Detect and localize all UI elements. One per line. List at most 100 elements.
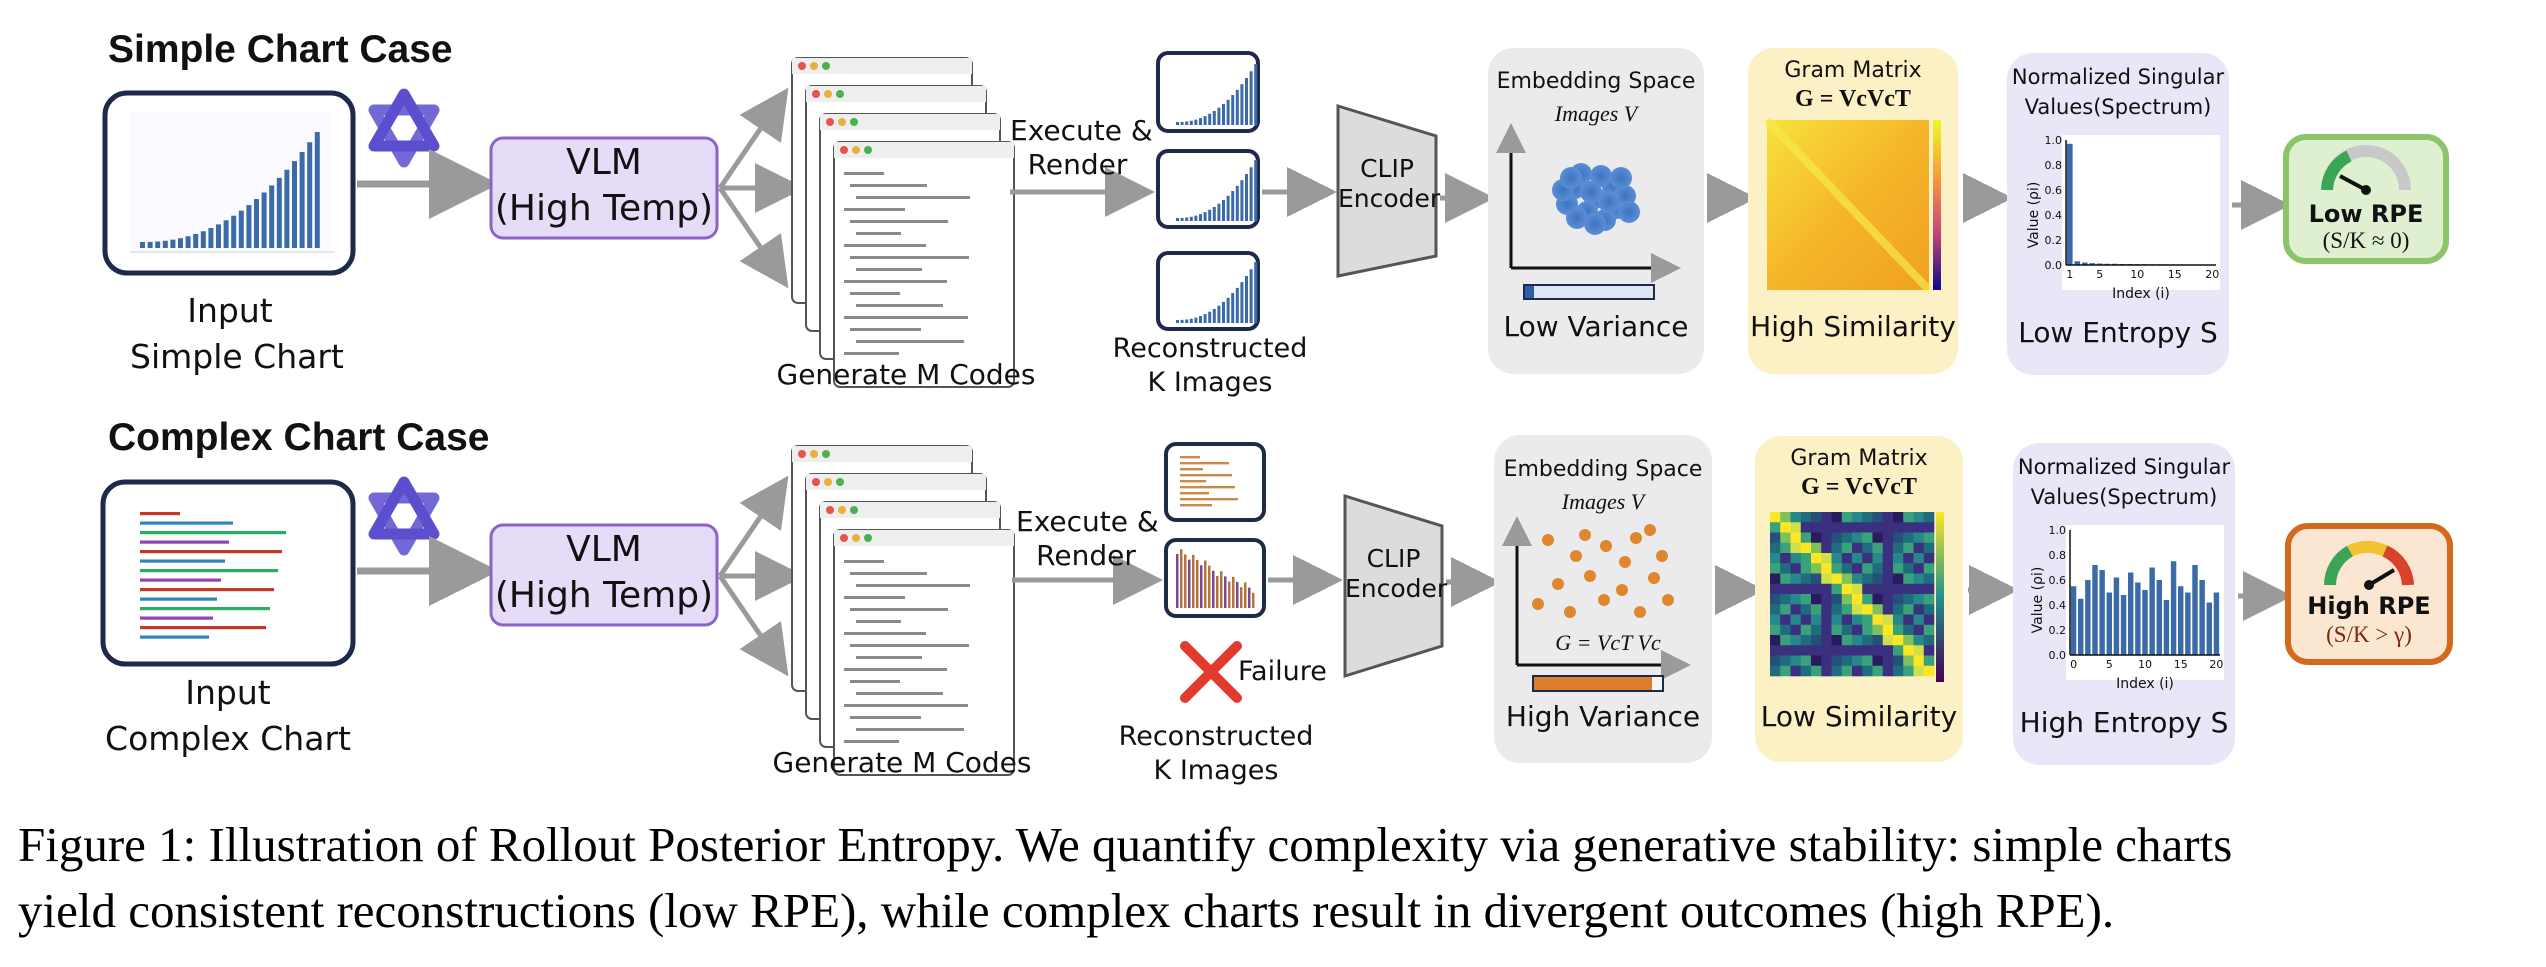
gram-cell (1923, 614, 1935, 626)
gram-cell (1893, 604, 1904, 615)
complex-input-chart (100, 479, 356, 667)
gram-cell (1852, 665, 1863, 677)
gram-cell (1882, 635, 1894, 646)
gram-cell (1831, 655, 1843, 667)
simple-clip-encoder (1336, 103, 1438, 278)
gram-cell (1770, 665, 1781, 677)
gram-cell (1852, 583, 1863, 595)
gram-cell (1903, 542, 1914, 554)
gram-cell (1872, 635, 1884, 646)
complex-reconstructed-label: Reconstructed K Images (1118, 721, 1314, 786)
code-line (844, 740, 899, 743)
recon-vbar (1208, 565, 1211, 608)
window-dot-icon (798, 62, 806, 70)
gram-cell (1780, 604, 1791, 615)
spectrum-bar (2213, 592, 2220, 655)
recon-bar (1185, 121, 1189, 125)
complex-input-caption: Input Complex Chart (105, 673, 351, 758)
gram-cell (1811, 542, 1822, 554)
gram-cell (1913, 604, 1925, 615)
thumb-hbar (140, 588, 274, 592)
gram-cell (1903, 655, 1914, 667)
gram-cell (1770, 563, 1781, 574)
window-dot-icon (838, 506, 846, 514)
gram-cell (1831, 573, 1843, 585)
code-line (856, 340, 964, 343)
window-dot-icon (836, 478, 844, 486)
gram-cell (1882, 624, 1894, 636)
gram-cell (1770, 573, 1781, 585)
spectrum-xtick: 20 (2205, 268, 2219, 281)
gram-cell (1882, 604, 1894, 615)
gram-cell (1862, 512, 1873, 523)
gram-cell (1800, 604, 1812, 615)
gram-cell (1800, 563, 1812, 574)
gram-cell (1913, 532, 1925, 544)
gram-cell (1821, 604, 1832, 615)
gram-cell (1790, 512, 1802, 523)
thumb-hbar (140, 569, 278, 573)
complex-vlm-label: VLM (High Temp) (494, 529, 714, 616)
thumb-hbar (140, 531, 286, 535)
gram-cell (1923, 542, 1935, 554)
gram-cell (1811, 532, 1822, 544)
gram-cell (1821, 573, 1832, 585)
simple-reconstructed-label: Reconstructed K Images (1112, 333, 1308, 398)
gram-cell (1841, 583, 1853, 595)
gram-cell (1862, 553, 1873, 564)
gram-cell (1913, 614, 1925, 626)
gram-cell (1770, 512, 1781, 523)
gram-cell (1882, 522, 1894, 533)
failure-cross-icon (1180, 641, 1242, 703)
thumb-hbar (140, 521, 233, 525)
gram-cell (1923, 604, 1935, 615)
gram-cell (1811, 645, 1822, 656)
gram-cell (1862, 604, 1873, 615)
gram-cell (1831, 645, 1843, 656)
recon-bar (1217, 203, 1221, 221)
gram-cell (1821, 624, 1832, 636)
gram-cell (1893, 553, 1904, 564)
recon-bar (1212, 308, 1216, 323)
gram-cell (1923, 665, 1935, 677)
window-dot-icon (798, 450, 806, 458)
recon-bar (1245, 77, 1248, 125)
code-line (844, 560, 884, 563)
gram-cell (1923, 573, 1935, 585)
recon-bar (1235, 287, 1239, 323)
code-line (856, 196, 970, 199)
spectrum-ytick: 0.4 (2045, 209, 2063, 222)
embedding-point (1610, 167, 1632, 189)
window-dot-icon (810, 62, 818, 70)
gram-cell (1852, 522, 1863, 533)
gram-cell (1882, 655, 1894, 667)
spectrum-bar (2135, 582, 2141, 655)
spectrum-ytick: 0.0 (2049, 649, 2067, 662)
gram-cell (1780, 594, 1791, 605)
gram-cell (1770, 635, 1781, 646)
recon-bar (1185, 217, 1189, 221)
gram-cell (1893, 655, 1904, 667)
gram-cell (1872, 522, 1884, 533)
recon-bar (1199, 214, 1202, 221)
gram-cell (1770, 645, 1781, 656)
code-line (856, 584, 970, 587)
spectrum-bar (2113, 577, 2120, 655)
code-window-titlebar (792, 446, 972, 462)
simple-rpe-box (2283, 134, 2449, 264)
gram-cell (1893, 563, 1904, 574)
thumb-hbar (140, 512, 180, 516)
recon-bar (1231, 293, 1235, 323)
window-dot-icon (826, 506, 834, 514)
high-gauge-icon (2324, 540, 2414, 590)
thumb-bar (299, 151, 305, 248)
embedding-point (1656, 550, 1668, 562)
gram-cell (1882, 573, 1894, 585)
recon-hbar (1180, 486, 1235, 489)
gram-cell (1923, 655, 1935, 667)
embedding-point (1600, 540, 1612, 552)
recon-bar (1240, 282, 1244, 323)
gram-cell (1852, 594, 1863, 605)
window-dot-icon (850, 506, 858, 514)
gram-cell (1790, 573, 1802, 585)
